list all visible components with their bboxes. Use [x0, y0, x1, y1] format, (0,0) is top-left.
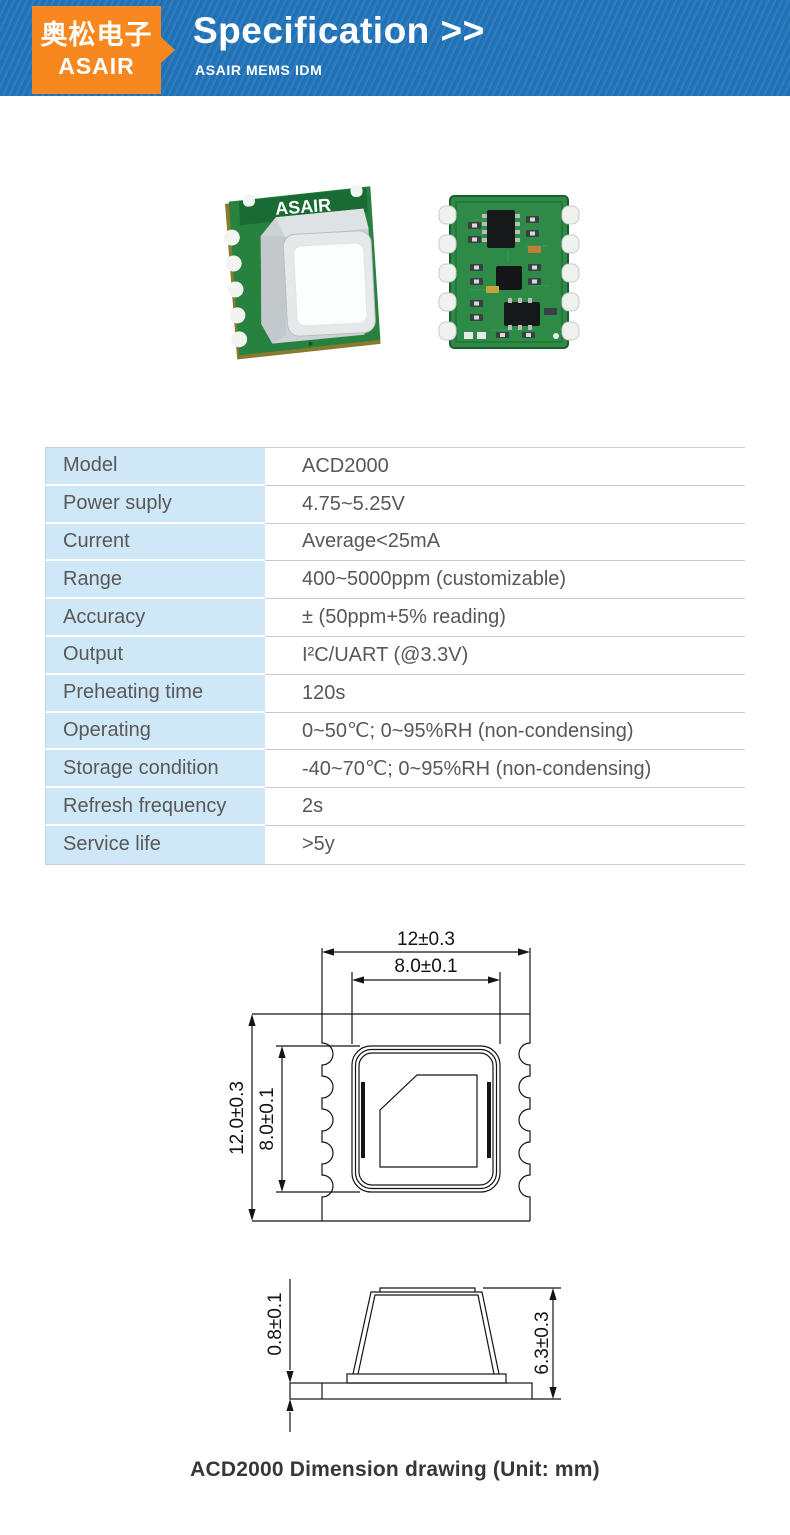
side-lid-flange — [346, 1373, 507, 1384]
dim-ext-lid-width — [351, 972, 501, 1044]
dim-lid-height-label: 8.0±0.1 — [257, 1087, 278, 1150]
dim-ext-module-height — [483, 1287, 561, 1400]
metal-lid — [260, 208, 376, 344]
dimension-drawing: 12±0.3 8.0±0.1 12.0±0.3 8.0±0.1 0.8±0.1 … — [227, 929, 561, 1432]
spec-row-label: Range — [45, 561, 265, 600]
dim-top-width-label: 12±0.3 — [397, 929, 455, 950]
logo-chinese-text: 奥松电子 — [40, 19, 153, 50]
pcb-top-band — [238, 187, 368, 226]
smd-passives — [464, 216, 557, 339]
spec-row-label: Current — [45, 523, 265, 562]
lid-outline-mid — [354, 1048, 498, 1190]
spec-row-value: 0~50℃; 0~95%RH (non-condensing) — [265, 713, 745, 751]
spec-row-label: Storage condition — [45, 750, 265, 789]
lid-outline-inner — [358, 1052, 494, 1186]
spec-row-value: ACD2000 — [265, 448, 745, 486]
spec-row-label: Output — [45, 636, 265, 675]
castellation-pad — [350, 184, 363, 198]
dimension-arrowheads — [248, 948, 557, 1411]
side-lid-top-step — [379, 1287, 476, 1292]
spec-table-row: Storage condition-40~70℃; 0~95%RH (non-c… — [45, 750, 745, 789]
spec-row-label: Service life — [45, 825, 265, 864]
lid-window — [293, 242, 368, 327]
spec-row-value: 4.75~5.25V — [265, 486, 745, 524]
spec-row-label: Preheating time — [45, 674, 265, 713]
dim-board-height-label: 12.0±0.3 — [227, 1081, 248, 1155]
asair-logo: 奥松电子 ASAIR — [32, 6, 175, 94]
fiducial-dot — [553, 333, 559, 339]
page-title: Specification >> — [193, 10, 485, 51]
side-pcb-base — [289, 1382, 533, 1400]
board-left-castellated-edge — [321, 948, 334, 1221]
dim-module-height-label: 6.3±0.3 — [532, 1311, 553, 1374]
spec-row-label: Power suply — [45, 485, 265, 524]
lid-window-outline — [379, 1074, 478, 1168]
page-subtitle: ASAIR MEMS IDM — [195, 62, 323, 78]
castellation-pads-left — [223, 229, 248, 348]
spec-row-value: 120s — [265, 675, 745, 713]
castellation-pads-left — [438, 205, 457, 341]
spec-table-row: Accuracy± (50ppm+5% reading) — [45, 599, 745, 637]
logo-english-text: ASAIR — [58, 53, 135, 80]
module-photo-front: ASAIR — [223, 184, 381, 360]
spec-row-value: Average<25mA — [265, 524, 745, 562]
board-right-castellated-edge — [518, 948, 531, 1221]
spec-row-value: 2s — [265, 788, 745, 826]
lid-outline-outer — [351, 1045, 501, 1193]
module-photo-back — [438, 195, 580, 349]
lid-asair-label: ASAIR — [275, 195, 332, 219]
spec-row-label: Model — [45, 448, 265, 486]
dim-lid-width-label: 8.0±0.1 — [394, 956, 457, 977]
spec-row-label: Accuracy — [45, 599, 265, 637]
header-banner: 奥松电子 ASAIR Specification >> ASAIR MEMS I… — [0, 0, 790, 96]
spec-row-label: Refresh frequency — [45, 788, 265, 826]
dim-ext-lid-height — [276, 1045, 360, 1193]
pcb-dot — [308, 341, 313, 346]
dim-pcb-thickness-label: 0.8±0.1 — [265, 1292, 286, 1355]
smd-ics — [482, 210, 540, 330]
spec-row-value: ± (50ppm+5% reading) — [265, 599, 745, 637]
spec-table-row: Service life >5y — [45, 825, 745, 864]
spec-row-value: I²C/UART (@3.3V) — [265, 637, 745, 675]
castellation-pad — [242, 194, 255, 207]
spec-row-value: 400~5000ppm (customizable) — [265, 561, 745, 600]
spec-row-label: Operating — [45, 712, 265, 751]
dimension-drawing-caption: ACD2000 Dimension drawing (Unit: mm) — [190, 1458, 600, 1481]
spec-row-value: >5y — [302, 833, 335, 856]
side-lid-inner-wall — [357, 1294, 495, 1375]
castellation-pads-right — [561, 205, 580, 341]
side-lid-trapezoid — [352, 1291, 500, 1375]
spec-row-value: -40~70℃; 0~95%RH (non-condensing) — [265, 750, 745, 789]
